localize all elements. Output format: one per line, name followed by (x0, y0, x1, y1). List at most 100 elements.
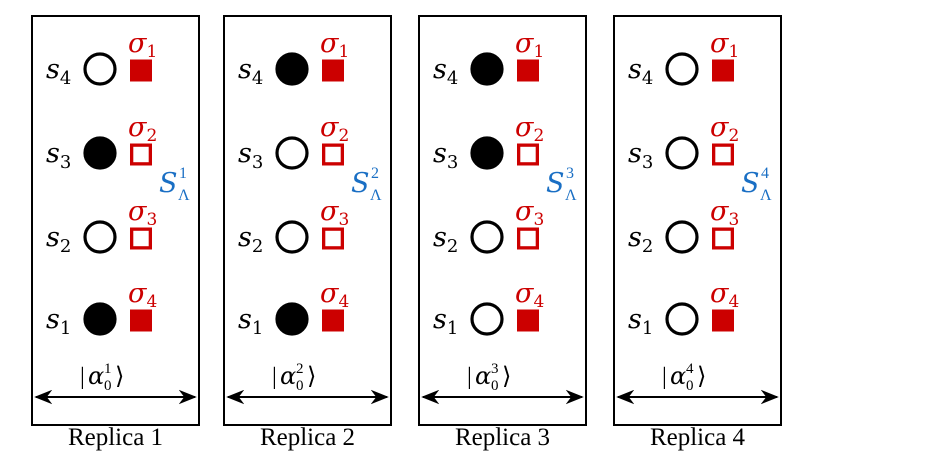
subsystem-superscript: 2 (371, 165, 379, 182)
sigma-label: σ2 (710, 112, 739, 146)
ket-close: ⟩ (697, 364, 706, 390)
spin-symbol: s (46, 304, 60, 335)
sigma-label: σ2 (128, 112, 157, 146)
sigma-index: 2 (728, 126, 739, 146)
ket-symbol: α (88, 362, 104, 390)
replica-label: Replica 4 (650, 424, 746, 451)
sigma-symbol: σ (320, 196, 340, 227)
sigma-symbol: σ (320, 278, 340, 309)
spin-filled-circle (470, 52, 504, 86)
sigma-label: σ3 (710, 196, 739, 230)
spin-empty-circle (665, 220, 699, 254)
ket-close: ⟩ (502, 364, 511, 390)
spin-symbol: s (238, 222, 252, 253)
ket-superscript: 3 (491, 361, 499, 377)
sigma-index: 1 (338, 42, 349, 62)
spin-index: 1 (447, 318, 458, 339)
spin-index: 4 (252, 68, 263, 89)
ket-subscript: 0 (686, 378, 694, 394)
spin-index: 3 (447, 152, 458, 173)
sigma-index: 3 (533, 210, 544, 230)
sigma-index: 3 (728, 210, 739, 230)
sigma-empty-square (712, 227, 735, 250)
ket-close: ⟩ (115, 364, 124, 390)
subsystem-label: S (159, 168, 178, 199)
subsystem-subscript: Λ (370, 187, 382, 204)
sigma-symbol: σ (515, 112, 535, 143)
subsystem-label: S (741, 168, 760, 199)
sigma-filled-square (517, 59, 539, 82)
spin-symbol: s (433, 54, 447, 85)
spin-index: 3 (252, 152, 263, 173)
sigma-symbol: σ (320, 112, 340, 143)
sigma-symbol: σ (128, 278, 148, 309)
sigma-filled-square (130, 59, 152, 82)
spin-index: 2 (447, 236, 458, 257)
spin-symbol: s (46, 222, 60, 253)
spin-label: s2 (628, 222, 653, 257)
spin-label: s3 (628, 138, 653, 173)
sigma-empty-square (321, 227, 344, 250)
sigma-index: 1 (533, 42, 544, 62)
sigma-label: σ4 (320, 278, 349, 312)
sigma-symbol: σ (515, 28, 535, 59)
sigma-label: σ1 (710, 28, 739, 62)
sigma-symbol: σ (128, 196, 148, 227)
spin-symbol: s (238, 304, 252, 335)
spin-index: 1 (642, 318, 653, 339)
subsystem-symbol: S (351, 168, 370, 199)
spin-empty-circle (83, 52, 117, 86)
replica-frame (31, 15, 200, 426)
subsystem-symbol: S (546, 168, 565, 199)
spin-label: s3 (238, 138, 263, 173)
spin-empty-circle (665, 136, 699, 170)
ket-open: | (80, 364, 85, 390)
sigma-empty-square (129, 143, 152, 166)
replica-label: Replica 1 (68, 424, 163, 451)
spin-label: s3 (46, 138, 71, 173)
sigma-filled-square (322, 59, 344, 82)
ket-subscript: 0 (296, 378, 304, 394)
spin-index: 2 (642, 236, 653, 257)
sigma-empty-square (712, 143, 735, 166)
replica-frame (613, 15, 782, 426)
spin-index: 4 (642, 68, 653, 89)
subsystem-subscript: Λ (565, 187, 577, 204)
spin-label: s2 (433, 222, 458, 257)
subsystem-superscript: 3 (566, 165, 574, 182)
sigma-index: 4 (533, 292, 544, 312)
spin-label: s4 (433, 54, 458, 89)
sigma-index: 1 (146, 42, 157, 62)
spin-index: 4 (60, 68, 71, 89)
spin-empty-circle (275, 220, 309, 254)
sigma-label: σ4 (128, 278, 157, 312)
spin-empty-circle (275, 136, 309, 170)
subsystem-subscript: Λ (178, 187, 190, 204)
spin-index: 1 (252, 318, 263, 339)
spin-index: 2 (252, 236, 263, 257)
sigma-index: 3 (338, 210, 349, 230)
sigma-filled-square (130, 309, 152, 332)
spin-symbol: s (628, 222, 642, 253)
sigma-index: 4 (728, 292, 739, 312)
sigma-symbol: σ (515, 278, 535, 309)
spin-symbol: s (628, 54, 642, 85)
spin-index: 3 (642, 152, 653, 173)
spin-filled-circle (275, 52, 309, 86)
sigma-label: σ4 (710, 278, 739, 312)
sigma-symbol: σ (128, 112, 148, 143)
spin-symbol: s (628, 304, 642, 335)
sigma-label: σ4 (515, 278, 544, 312)
sigma-symbol: σ (128, 28, 148, 59)
spin-symbol: s (433, 138, 447, 169)
subsystem-label: S (546, 168, 565, 199)
spin-index: 4 (447, 68, 458, 89)
spin-filled-circle (83, 302, 117, 336)
ket-symbol: α (280, 362, 296, 390)
sigma-empty-square (129, 227, 152, 250)
spin-symbol: s (433, 222, 447, 253)
